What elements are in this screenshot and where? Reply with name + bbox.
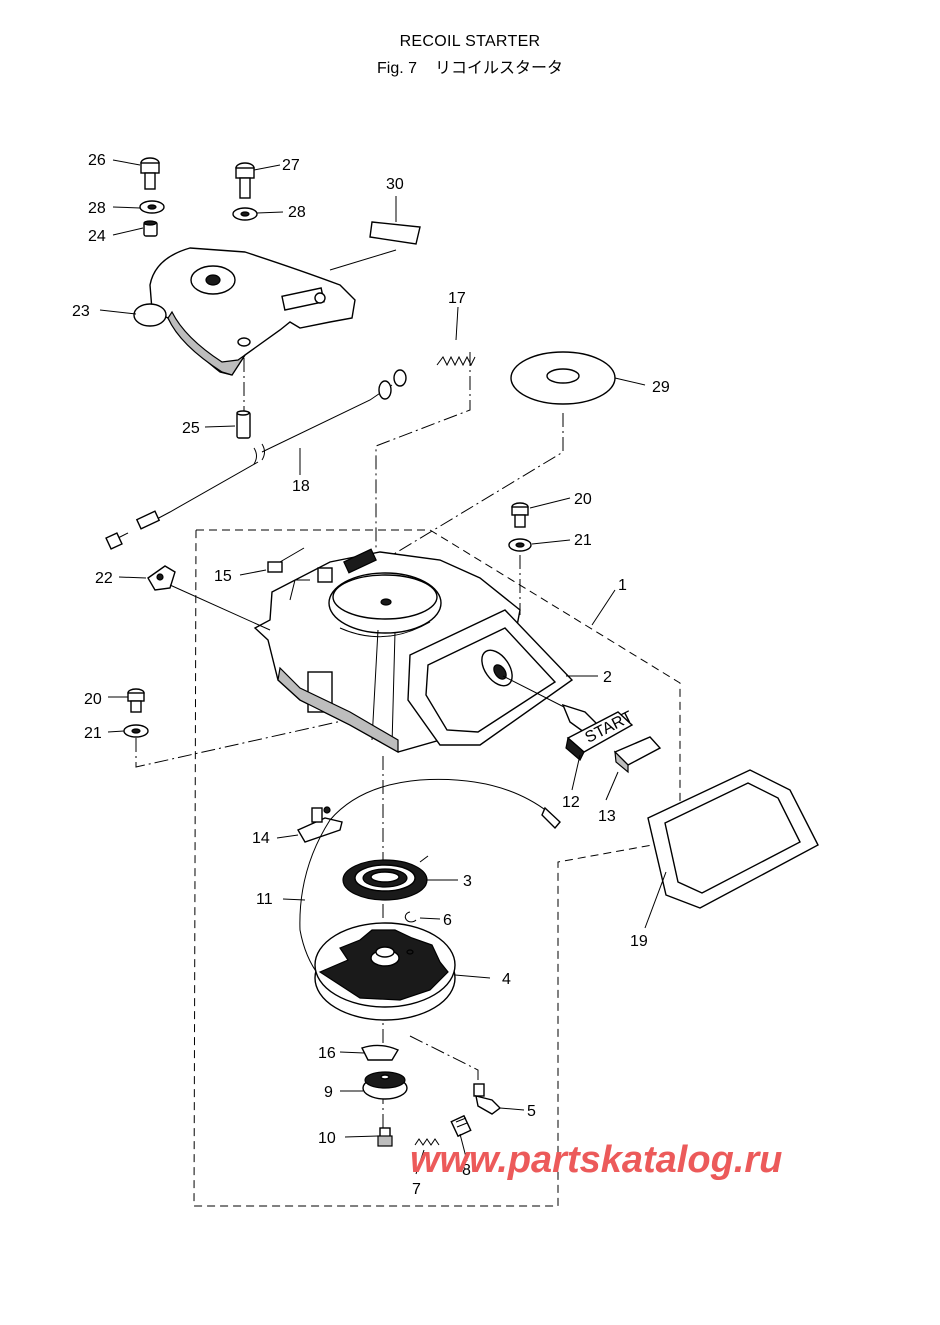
watermark: www.partskatalog.ru xyxy=(410,1139,782,1181)
callout-numbers: 26 27 28 28 24 30 23 17 29 25 18 20 21 2… xyxy=(72,152,670,1198)
callout-28-b: 28 xyxy=(288,204,306,221)
callout-14: 14 xyxy=(252,830,270,847)
callout-20-right: 20 xyxy=(574,491,592,508)
callout-19: 19 xyxy=(630,933,648,950)
part-26-bolt xyxy=(140,157,160,190)
part-11-rope-end xyxy=(541,806,561,830)
part-16-friction-plate xyxy=(361,1044,400,1061)
callout-29: 29 xyxy=(652,379,670,396)
part-29-plate xyxy=(510,351,616,405)
part-6-clip xyxy=(404,911,417,923)
callout-18: 18 xyxy=(292,478,310,495)
figure-number: Fig. 7 xyxy=(376,60,417,77)
callout-26: 26 xyxy=(88,152,106,169)
callout-28-a: 28 xyxy=(88,200,106,217)
part-17-spring xyxy=(436,355,476,367)
callout-12: 12 xyxy=(562,794,580,811)
part-14-bracket xyxy=(297,806,343,843)
part-13-handle-cap xyxy=(613,736,662,774)
part-19-gasket xyxy=(647,769,819,909)
callout-21-left: 21 xyxy=(84,725,102,742)
callout-7: 7 xyxy=(412,1181,421,1198)
part-18-throttle-cable xyxy=(105,369,407,550)
part-28-washer-a xyxy=(139,200,165,214)
part-21-washer-left xyxy=(123,724,149,738)
callout-3: 3 xyxy=(463,873,472,890)
callout-11: 11 xyxy=(256,891,273,908)
part-25-collar xyxy=(236,410,251,439)
part-28-washer-b xyxy=(232,207,258,221)
callout-1: 1 xyxy=(618,577,627,594)
callout-13: 13 xyxy=(598,808,616,825)
callout-16: 16 xyxy=(318,1045,336,1062)
callout-2: 2 xyxy=(603,669,612,686)
diagram-subtitle: Fig. 7 リコイルスタータ xyxy=(0,54,940,78)
part-4-rope-reel xyxy=(314,922,456,1021)
part-11-starter-rope xyxy=(299,778,549,1006)
part-20-bolt-left xyxy=(127,688,145,713)
callout-24: 24 xyxy=(88,228,106,245)
callout-9: 9 xyxy=(324,1084,333,1101)
part-15-spring-clip xyxy=(267,547,305,573)
japanese-title: リコイルスタータ xyxy=(435,58,564,77)
callout-4: 4 xyxy=(502,971,511,988)
callout-22: 22 xyxy=(95,570,113,587)
part-2-rope-guide-frame xyxy=(407,609,574,746)
part-27-bolt xyxy=(235,162,255,199)
part-10-bolt xyxy=(377,1127,393,1147)
part-20-bolt-right xyxy=(511,502,529,528)
callout-5: 5 xyxy=(527,1103,536,1120)
part-3-recoil-spring xyxy=(342,855,429,901)
callout-17: 17 xyxy=(448,290,466,307)
callout-8: 8 xyxy=(462,1162,471,1179)
assembly-boundary xyxy=(193,529,681,1207)
handle-start-text: START xyxy=(583,708,636,746)
callout-15: 15 xyxy=(214,568,232,585)
part-7-spring xyxy=(414,1138,440,1146)
callout-21-right: 21 xyxy=(574,532,592,549)
part-22-clamp xyxy=(147,565,176,591)
callout-23: 23 xyxy=(72,303,90,320)
part-30-label-sticker xyxy=(369,221,421,245)
part-5-pawl xyxy=(473,1083,502,1115)
diagram-title: RECOIL STARTER xyxy=(399,33,541,50)
callout-25: 25 xyxy=(182,420,200,437)
callout-30: 30 xyxy=(386,176,404,193)
callout-20-left: 20 xyxy=(84,691,102,708)
part-8-spring xyxy=(450,1114,472,1138)
part-23-cover xyxy=(133,247,356,376)
callout-10: 10 xyxy=(318,1130,336,1147)
part-9-drive-plate xyxy=(362,1071,408,1100)
callout-6: 6 xyxy=(443,912,452,929)
callout-27: 27 xyxy=(282,157,300,174)
leader-lines xyxy=(99,159,667,1175)
part-21-washer-right xyxy=(508,538,532,552)
part-24-collar xyxy=(143,220,158,237)
